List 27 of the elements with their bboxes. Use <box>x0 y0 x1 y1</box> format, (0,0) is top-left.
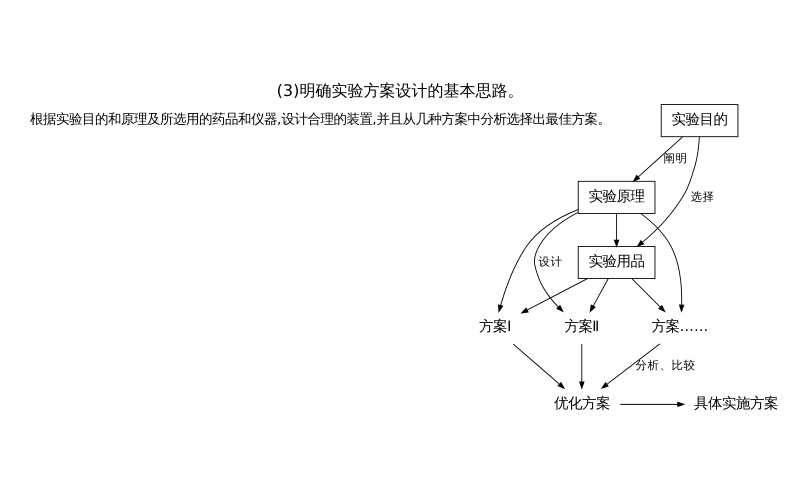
arrow <box>534 212 578 312</box>
node-text: 具体实施方案 <box>694 395 778 412</box>
edge-label: 选择 <box>690 188 714 203</box>
arrow <box>640 212 684 312</box>
label: 根据实验目的和原理及所选用的药品和仪器,设计合理的装置,并且从几种方案中分析选择出最佳方案。 <box>30 112 611 128</box>
node-box: 实验用品 <box>578 245 656 278</box>
arrow <box>632 136 683 182</box>
node-box: 实验目的 <box>660 104 738 137</box>
node-box: 实验原理 <box>578 180 656 214</box>
diagram-title: (3)明确实验方案设计的基本思路。 <box>276 80 524 100</box>
node-text: 方案Ⅱ <box>564 318 600 335</box>
arrow <box>600 342 660 388</box>
arrow <box>636 136 700 247</box>
edge-label: 分析、比较 <box>636 358 696 372</box>
node-text: 方案Ⅰ <box>479 318 512 335</box>
arrow <box>579 343 585 390</box>
node-text: 方案…… <box>652 318 708 335</box>
edge-label: 设计 <box>538 254 563 268</box>
arrow <box>590 278 609 312</box>
arrow <box>520 278 588 314</box>
arrow <box>614 212 620 248</box>
arrow <box>632 278 666 312</box>
edge-label: 阐明 <box>664 150 688 165</box>
node-text: 优化方案 <box>554 395 610 412</box>
arrow <box>620 401 686 407</box>
arrow <box>498 208 578 312</box>
arrow <box>512 343 566 389</box>
